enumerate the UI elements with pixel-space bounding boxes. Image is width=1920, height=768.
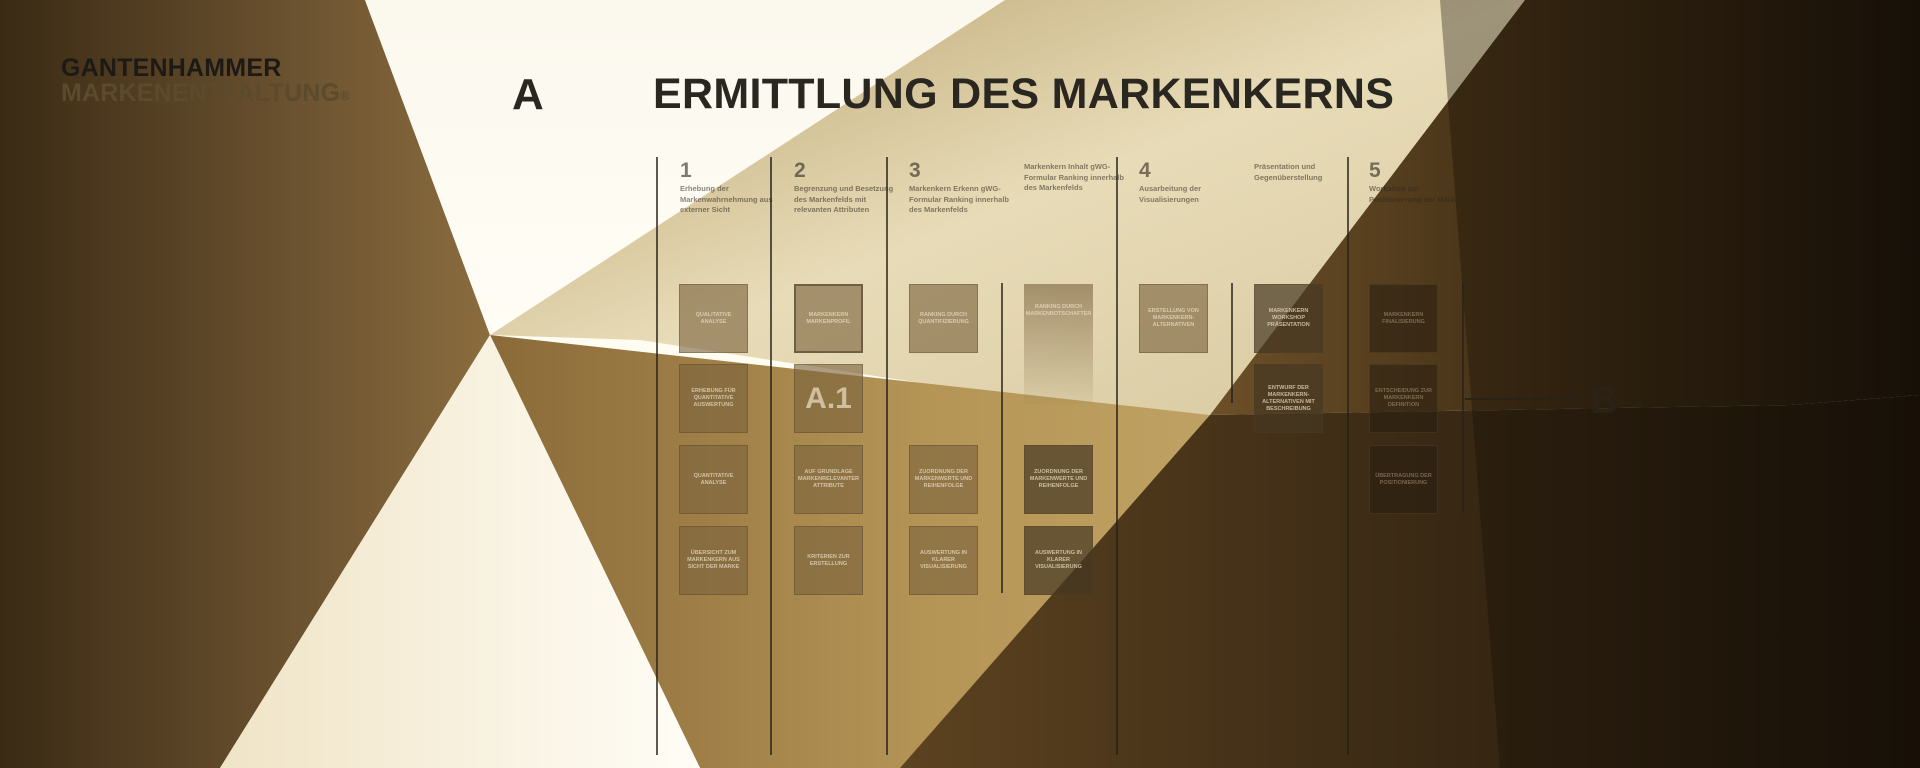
process-box: Auswertung in klarer Visualisierung bbox=[1024, 526, 1093, 595]
step-number: 4 bbox=[1139, 159, 1151, 182]
column-divider bbox=[1001, 283, 1003, 593]
process-box: Entwurf der Markenkern-Alternativen mit … bbox=[1254, 364, 1323, 433]
step-description: Präsentation und Gegenüberstellung bbox=[1254, 162, 1323, 182]
step-description: Ausarbeitung der Visualisierungen bbox=[1139, 184, 1202, 204]
process-box: Ranking durch Quantifizierung bbox=[909, 284, 978, 353]
brand-tagline: MARKENENTFALTUNG® bbox=[61, 79, 350, 107]
process-box: Zuordnung der Markenwerte und Reihenfolg… bbox=[1024, 445, 1093, 514]
process-box: Entscheidung zur Markenkern Definition bbox=[1369, 364, 1438, 433]
section-letter: A bbox=[512, 70, 544, 119]
column-divider bbox=[1231, 283, 1233, 403]
step-description: Begrenzung und Besetzung des Markenfelds… bbox=[794, 184, 894, 214]
column-divider bbox=[656, 157, 658, 755]
column-divider bbox=[886, 157, 888, 755]
process-box: Ranking durch Markenbotschafter bbox=[1024, 284, 1093, 404]
arrow-right-icon bbox=[1465, 395, 1579, 402]
step-header: 2 Begrenzung und Besetzung des Markenfel… bbox=[794, 160, 894, 216]
process-box: Qualitative Analyse bbox=[679, 284, 748, 353]
process-box: Markenkern Workshop Präsentation bbox=[1254, 284, 1323, 353]
brand-name: GANTENHAMMER bbox=[61, 54, 282, 82]
step-header: 1 Erhebung der Markenwahrnehmung aus ext… bbox=[680, 160, 780, 216]
step-number: 5 bbox=[1369, 159, 1381, 182]
brand-logo: GANTENHAMMER MARKENENTFALTUNG® bbox=[61, 56, 350, 106]
process-box: Erhebung für Quantitative Auswertung bbox=[679, 364, 748, 433]
step-description: Workshop zur Positionierung der Marke bbox=[1369, 184, 1460, 204]
step-header: 3 Markenkern Erkenn gWG-Formular Ranking… bbox=[909, 160, 1009, 216]
step-number: 3 bbox=[909, 159, 921, 182]
process-box: Übersicht zum Markenkern aus Sicht der M… bbox=[679, 526, 748, 595]
page-title: ERMITTLUNG DES MARKENKERNS bbox=[653, 70, 1395, 118]
process-box: Quantitative Analyse bbox=[679, 445, 748, 514]
step-header: 5 Workshop zur Positionierung der Marke bbox=[1369, 160, 1469, 205]
step-header: Präsentation und Gegenüberstellung bbox=[1254, 160, 1354, 183]
process-box: Markenkern Markenprofil bbox=[794, 284, 863, 353]
process-box: Auswertung in klarer Visualisierung bbox=[909, 526, 978, 595]
step-description: Markenkern Erkenn gWG-Formular Ranking i… bbox=[909, 184, 1010, 214]
step-header: 4 Ausarbeitung der Visualisierungen bbox=[1139, 160, 1239, 205]
process-box: Erstellung von Markenkern-Alternativen bbox=[1139, 284, 1208, 353]
process-box: Auf Grundlage Markenrelevanter Attribute bbox=[794, 445, 863, 514]
process-box: Zuordnung der Markenwerte und Reihenfolg… bbox=[909, 445, 978, 514]
step-header: Markenkern Inhalt gWG-Formular Ranking i… bbox=[1024, 160, 1124, 194]
step-description: Markenkern Inhalt gWG-Formular Ranking i… bbox=[1024, 162, 1125, 192]
step-number: 2 bbox=[794, 159, 806, 182]
step-description: Erhebung der Markenwahrnehmung aus exter… bbox=[680, 184, 773, 214]
process-box: Markenkern Finalisierung bbox=[1369, 284, 1438, 353]
column-divider bbox=[1347, 157, 1349, 755]
column-divider bbox=[1116, 157, 1118, 755]
column-divider bbox=[770, 157, 772, 755]
process-box: Kriterien zur Erstellung bbox=[794, 526, 863, 595]
step-number: 1 bbox=[680, 159, 692, 182]
column-divider bbox=[1462, 283, 1464, 513]
process-box: Übertragung der Positionierung bbox=[1369, 445, 1438, 514]
next-section-label: B bbox=[1590, 380, 1618, 422]
process-box-highlight: A.1 bbox=[794, 364, 863, 433]
